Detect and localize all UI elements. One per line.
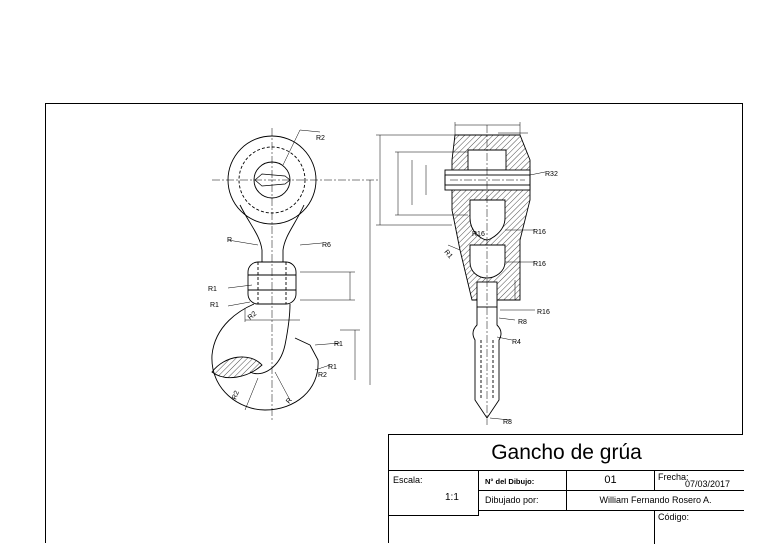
dim-r2-mid: R2 xyxy=(318,372,327,379)
date-label: Frecha: xyxy=(658,472,689,482)
dim-r2-bot: R2 xyxy=(247,310,258,321)
dim-r2-top: R2 xyxy=(316,135,325,142)
drawing-number-label-cell: N° del Dibujo: xyxy=(479,471,567,491)
code-label: Código: xyxy=(658,512,690,522)
dim-r8a: R8 xyxy=(518,319,527,326)
scale-cell: Escala: 1:1 xyxy=(389,471,479,516)
dim-r1-16: R1 xyxy=(208,286,217,293)
dim-r-quarter: R xyxy=(227,237,232,244)
dim-r16c: R16 xyxy=(537,309,550,316)
title-block: Gancho de grúa Escala: 1:1 N° del Dibujo… xyxy=(388,434,744,544)
dim-r6: R6 xyxy=(322,242,331,249)
scale-label: Escala: xyxy=(393,475,423,485)
dim-r1-bot: R1 xyxy=(334,341,343,348)
dim-r16d: R16 xyxy=(472,231,485,238)
drawn-by-cell: William Fernando Rosero A. xyxy=(567,491,744,511)
empty-cell xyxy=(479,511,655,544)
code-cell: Código: xyxy=(655,511,744,544)
drawing-number-label: N° del Dibujo: xyxy=(485,477,535,486)
dim-r1-right: R1 xyxy=(328,364,337,371)
date-cell: Frecha: 07/03/2017 xyxy=(655,471,744,491)
hook-section-view xyxy=(376,122,546,425)
drawing-frame xyxy=(45,103,743,543)
dim-r16b: R16 xyxy=(533,261,546,268)
hook-front-view xyxy=(211,128,380,420)
dim-r1-4: R1 xyxy=(210,302,219,309)
drawing-number-cell: 01 xyxy=(567,471,655,491)
drawing-number-value: 01 xyxy=(604,474,617,486)
date-value: 07/03/2017 xyxy=(685,479,731,489)
dim-r32: R32 xyxy=(545,171,558,178)
dim-r-final: R xyxy=(285,397,294,405)
dim-r16a: R16 xyxy=(533,229,546,236)
dim-r1-side: R1 xyxy=(442,249,453,260)
drawing-title: Gancho de grúa xyxy=(389,435,744,471)
dim-r4: R4 xyxy=(512,339,521,346)
dim-r8b: R8 xyxy=(503,419,512,426)
dim-r2-lower: R2 xyxy=(231,390,241,401)
drawn-by-value: William Fernando Rosero A. xyxy=(599,495,712,505)
drawn-by-label-cell: Dibujado por: xyxy=(479,491,567,511)
drawn-by-label: Dibujado por: xyxy=(485,495,539,505)
scale-value: 1:1 xyxy=(445,492,459,503)
